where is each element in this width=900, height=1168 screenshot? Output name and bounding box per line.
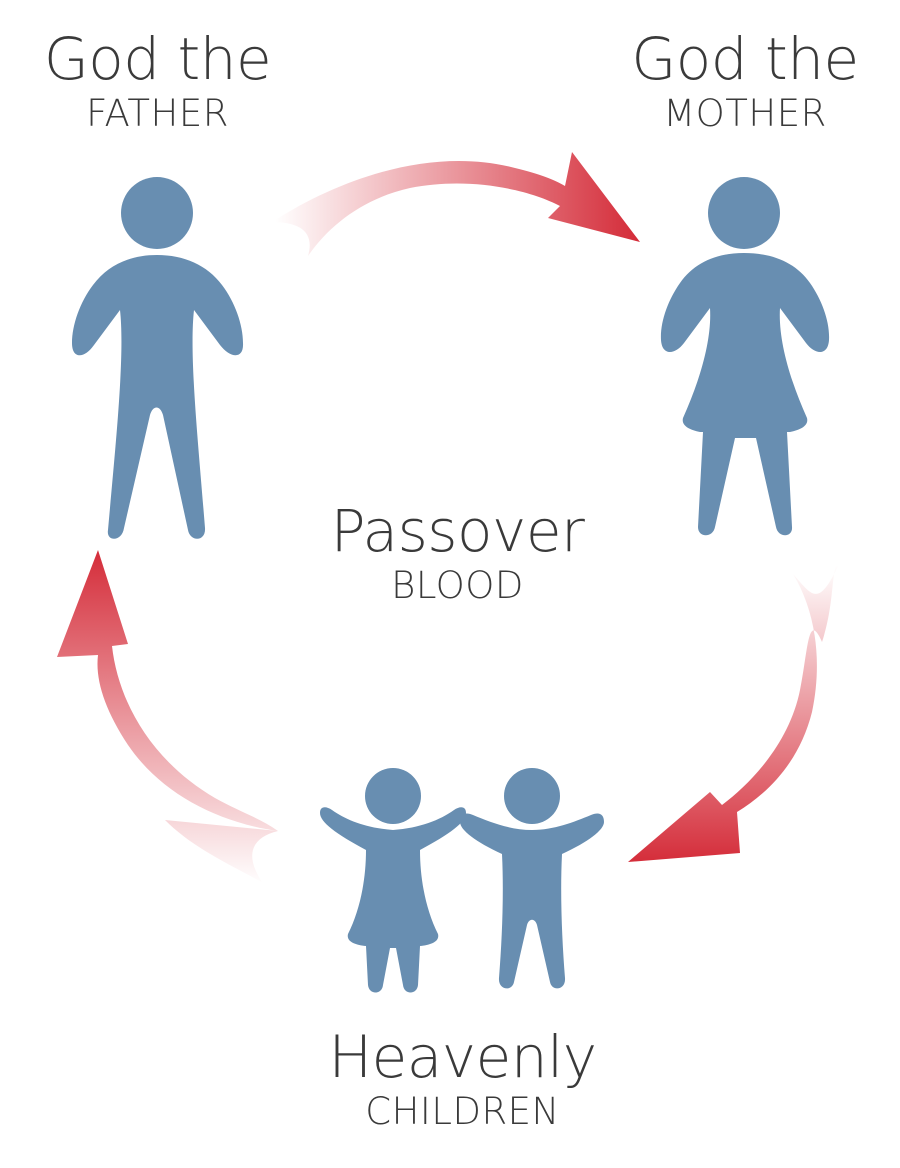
mother-label: God the MOTHER [605,26,885,136]
father-label: God the FATHER [20,26,295,136]
mother-subtitle: MOTHER [663,92,827,135]
children-label: Heavenly CHILDREN [300,1024,625,1134]
center-subtitle: BLOOD [391,564,524,607]
arrow-children-to-father [57,550,278,882]
boy-figure-icon [460,768,604,989]
mother-figure-icon [660,177,830,536]
arrow-father-to-mother [272,152,640,256]
girl-figure-icon [320,768,466,993]
center-title: Passover [330,497,585,565]
father-figure-icon [72,177,244,539]
children-subtitle: CHILDREN [365,1090,560,1133]
mother-title: God the [631,25,859,93]
children-title: Heavenly [328,1023,597,1091]
arrow-mother-to-children [628,562,840,862]
center-label: Passover BLOOD [300,498,615,608]
father-subtitle: FATHER [86,92,229,135]
father-title: God the [43,25,272,93]
